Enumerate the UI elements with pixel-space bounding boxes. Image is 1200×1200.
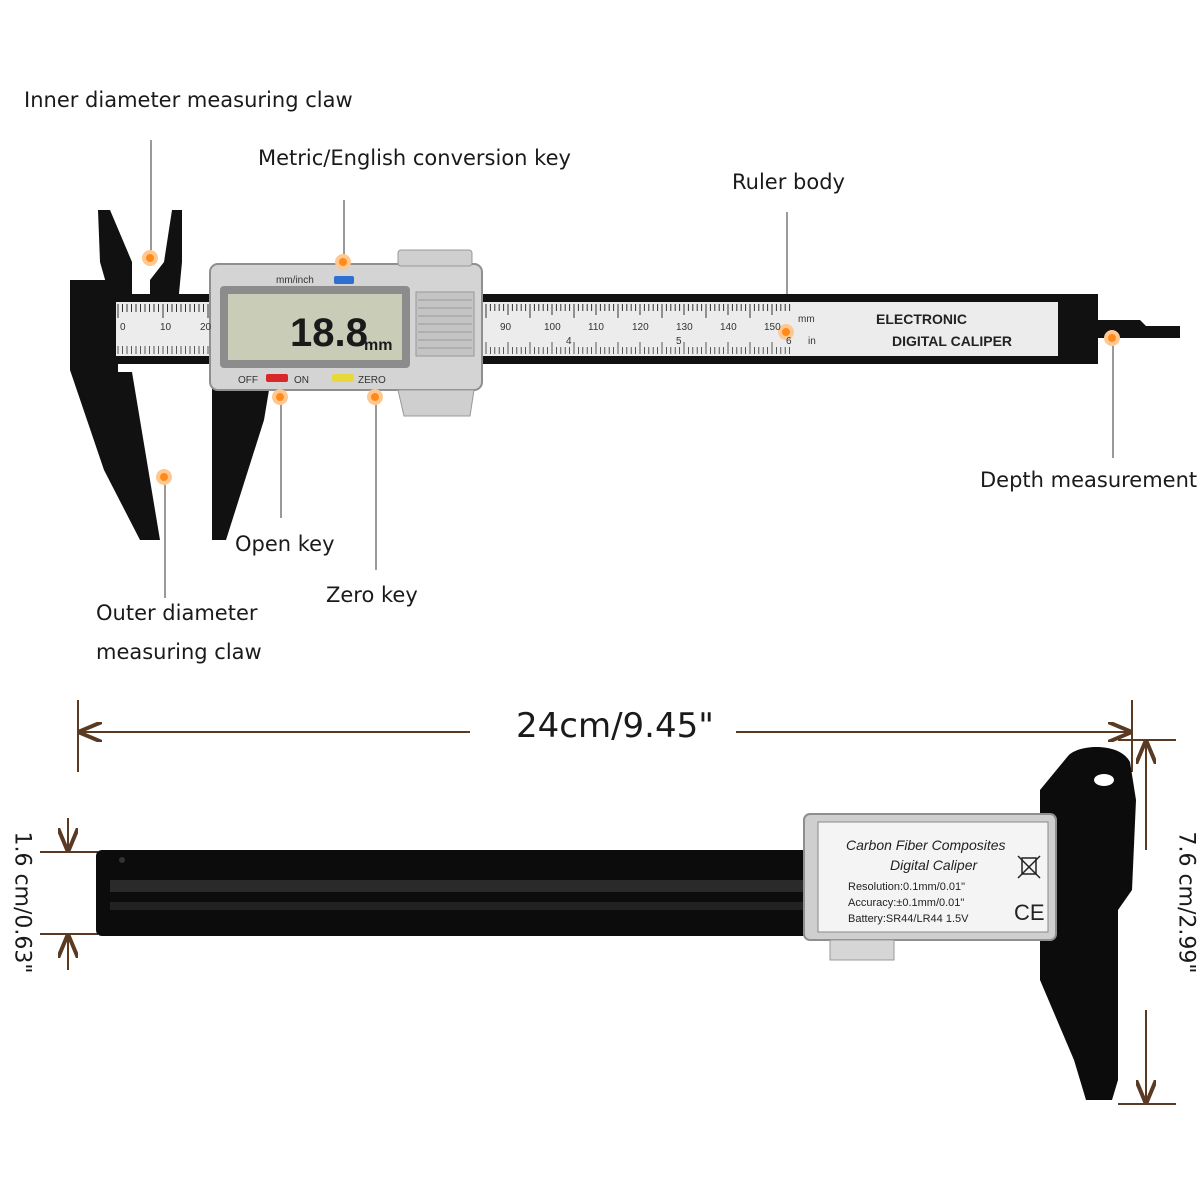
scale-number-right: 140	[720, 322, 737, 333]
scale-mm-unit: mm	[798, 314, 815, 325]
ruler-body-dot	[778, 324, 794, 340]
outer-claw-label-line1: Outer diameter	[96, 601, 258, 625]
height-dimension: 7.6 cm/2.99"	[1173, 831, 1199, 974]
ruler-end-cap	[1058, 294, 1098, 364]
on-off-button	[266, 374, 288, 382]
zero-key-label: Zero key	[326, 583, 418, 607]
scale-in-unit: in	[808, 336, 816, 347]
lcd-unit: mm	[364, 337, 392, 354]
fixed-inner-claw	[98, 210, 132, 304]
scale-number-right: 150	[764, 322, 781, 333]
back-thumb-wheel	[829, 939, 895, 961]
open-key-leader	[280, 400, 282, 518]
brand-line1: ELECTRONIC	[876, 311, 967, 327]
lcd-value: 18.8	[290, 311, 368, 355]
fixed-outer-jaw	[70, 280, 160, 540]
conversion-key-dot	[335, 254, 351, 270]
inner-claw-label: Inner diameter measuring claw	[24, 88, 353, 112]
ruler-body-leader	[786, 212, 788, 330]
scale-number-right: 120	[632, 322, 649, 333]
brand-line2: DIGITAL CALIPER	[892, 333, 1012, 349]
length-dimension: 24cm/9.45"	[516, 706, 714, 746]
scale-number-right: 90	[500, 322, 512, 333]
open-key-label: Open key	[235, 532, 335, 556]
grip-ribs	[415, 291, 475, 357]
scale-ticks-right	[485, 304, 791, 354]
inner-claw-leader	[150, 140, 152, 252]
zero-key-leader	[375, 400, 377, 570]
scale-number-left: 20	[200, 322, 212, 333]
back-line5: Battery:SR44/LR44 1.5V	[848, 913, 969, 925]
scale-number-right: 130	[676, 322, 693, 333]
mm-inch-text: mm/inch	[276, 275, 314, 286]
ce-mark: CE	[1014, 900, 1045, 925]
back-line3: Resolution:0.1mm/0.01"	[848, 881, 965, 893]
caliper-back-view: Carbon Fiber Composites Digital Caliper …	[40, 700, 1176, 1105]
outer-claw-leader	[164, 480, 166, 598]
conversion-key-label: Metric/English conversion key	[258, 146, 571, 170]
thumb-wheel	[397, 389, 475, 417]
back-line4: Accuracy:±0.1mm/0.01"	[848, 897, 964, 909]
back-beam-screw	[119, 857, 125, 863]
on-text: ON	[294, 375, 309, 386]
back-line2: Digital Caliper	[890, 857, 978, 873]
scale-number-right: 100	[544, 322, 561, 333]
open-key-dot	[272, 389, 288, 405]
mm-inch-button	[334, 276, 354, 284]
back-jaw-hole	[1094, 774, 1114, 786]
outer-claw-dot	[156, 469, 172, 485]
scale-number-right: 110	[588, 322, 604, 333]
zero-button	[332, 374, 354, 382]
inch-number: 4	[566, 336, 572, 347]
off-text: OFF	[238, 375, 258, 386]
weee-bin-icon	[1017, 855, 1041, 879]
back-beam-groove-2	[110, 902, 820, 910]
scale-ticks-left	[117, 304, 209, 354]
back-label	[817, 821, 1049, 933]
thumb-roller-top	[397, 249, 473, 267]
ruler-body-label: Ruler body	[732, 170, 845, 194]
scale-numbers-left: 0 10 20	[120, 322, 212, 333]
inch-number: 5	[676, 336, 682, 347]
lcd-screen	[228, 294, 402, 360]
scale-number-left: 10	[160, 322, 172, 333]
inch-numbers: 4 5 6	[566, 336, 792, 347]
scale-number-left: 0	[120, 322, 126, 333]
outer-claw-label-line2: measuring claw	[96, 640, 262, 664]
thickness-dimension: 1.6 cm/0.63"	[9, 831, 35, 974]
depth-leader	[1112, 340, 1114, 458]
depth-dot	[1104, 330, 1120, 346]
conversion-key-leader	[343, 200, 345, 258]
zero-text: ZERO	[358, 375, 386, 386]
inner-claw-dot	[142, 250, 158, 266]
back-beam	[96, 850, 836, 936]
back-jaw	[1040, 746, 1136, 1100]
inch-number: 6	[786, 336, 792, 347]
caliper-front-view: mm/inch 18.8 mm OFF ON ZERO ELECTRONIC D…	[70, 210, 1180, 540]
moving-inner-claw	[150, 210, 182, 304]
back-beam-groove	[110, 880, 820, 892]
back-line1: Carbon Fiber Composites	[846, 837, 1006, 853]
zero-key-dot	[367, 389, 383, 405]
scale-numbers-right: 90 100 110 120 130 140 150	[500, 322, 781, 333]
depth-label: Depth measurement	[980, 468, 1198, 492]
moving-outer-jaw	[212, 384, 270, 540]
